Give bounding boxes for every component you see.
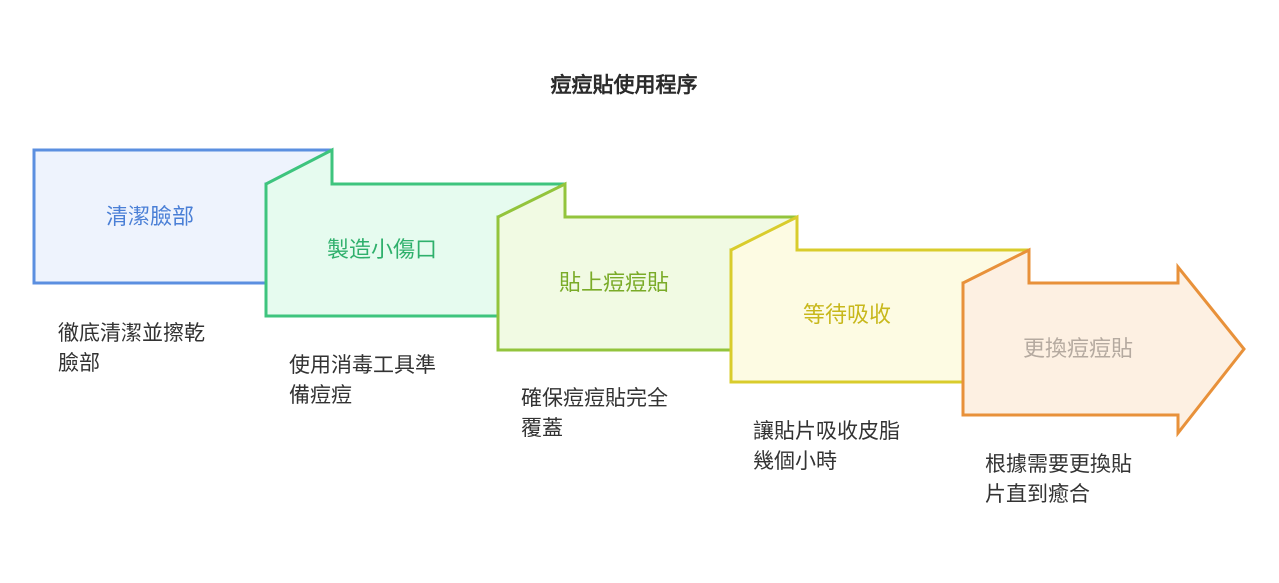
step-4: 等待吸收 讓貼片吸收皮脂 幾個小時 xyxy=(729,214,1031,473)
step-1-description-line-2: 臉部 xyxy=(58,351,100,375)
step-4-description-line-2: 幾個小時 xyxy=(753,449,837,473)
step-5-description: 根據需要更換貼 片直到癒合 xyxy=(985,452,1139,506)
step-2-description-line-1: 使用消毒工具準 xyxy=(289,353,436,377)
step-5-label: 更換痘痘貼 xyxy=(1023,337,1133,362)
step-4-description: 讓貼片吸收皮脂 幾個小時 xyxy=(753,419,907,473)
step-5-shape xyxy=(961,247,1246,438)
step-1-description-line-1: 徹底清潔並擦乾 xyxy=(58,321,205,345)
step-3-description-line-2: 覆蓋 xyxy=(521,416,563,440)
step-4-label: 等待吸收 xyxy=(803,303,891,328)
step-3-description-line-1: 確保痘痘貼完全 xyxy=(521,386,668,410)
step-5-description-line-1: 根據需要更換貼 xyxy=(985,452,1132,476)
step-1-description: 徹底清潔並擦乾 臉部 xyxy=(58,321,212,375)
step-4-description-line-1: 讓貼片吸收皮脂 xyxy=(753,419,900,443)
step-5: 更換痘痘貼 根據需要更換貼 片直到癒合 xyxy=(961,247,1246,506)
step-3-description: 確保痘痘貼完全 覆蓋 xyxy=(521,386,675,440)
step-1-label: 清潔臉部 xyxy=(106,205,194,230)
step-5-description-line-2: 片直到癒合 xyxy=(985,482,1090,506)
step-2-description: 使用消毒工具準 備痘痘 xyxy=(289,353,443,407)
diagram-title: 痘痘貼使用程序 xyxy=(551,73,698,97)
step-2-label: 製造小傷口 xyxy=(327,238,437,263)
step-3-label: 貼上痘痘貼 xyxy=(559,271,669,296)
step-2-description-line-2: 備痘痘 xyxy=(289,383,352,407)
step-3: 貼上痘痘貼 確保痘痘貼完全 覆蓋 xyxy=(496,181,799,440)
